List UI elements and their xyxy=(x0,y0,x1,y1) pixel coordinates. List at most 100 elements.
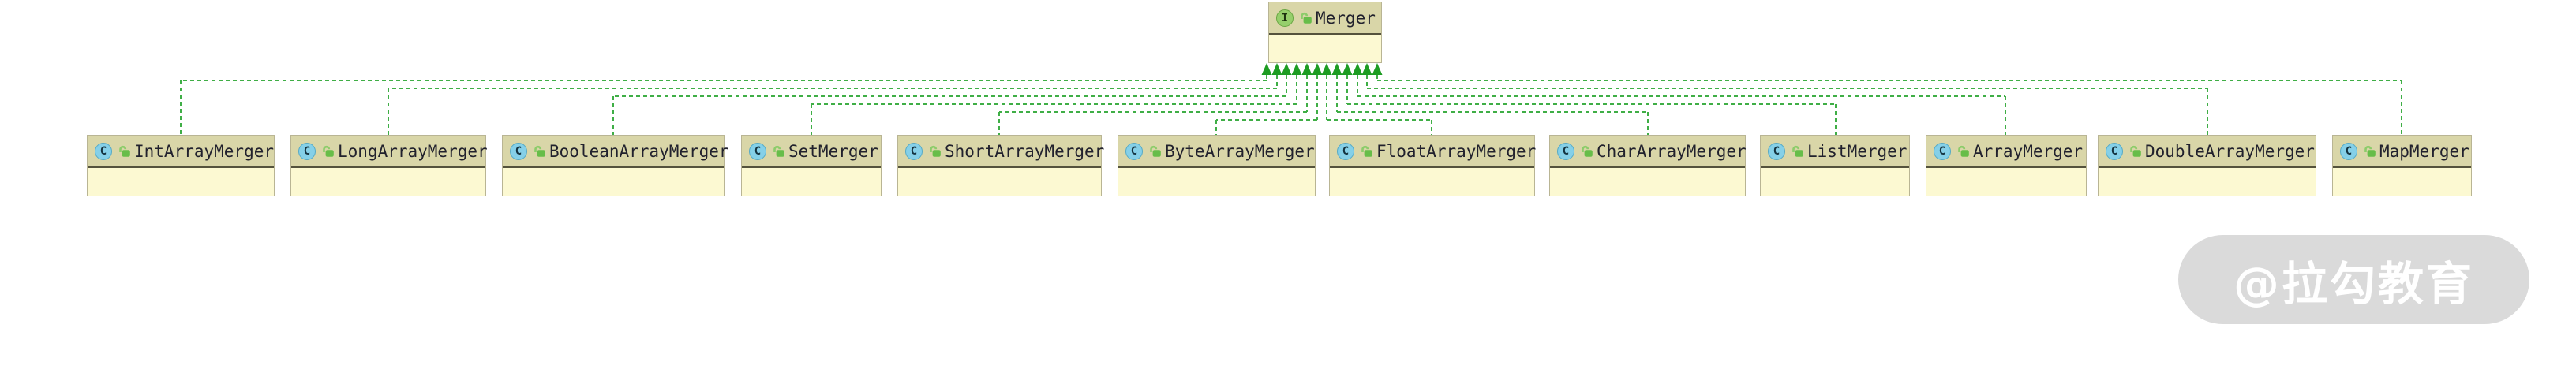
node-name-label: Merger xyxy=(1316,8,1376,28)
class-node-bytearraymerger[interactable]: C ByteArrayMerger xyxy=(1118,135,1316,196)
inheritance-connector xyxy=(1342,63,1837,135)
implements-arrowhead xyxy=(1281,63,1292,75)
implements-arrowhead xyxy=(1301,63,1312,75)
lock-icon xyxy=(1792,145,1803,157)
node-body xyxy=(2333,168,2471,196)
implements-arrowhead xyxy=(1352,63,1363,75)
class-node-setmerger[interactable]: C SetMerger xyxy=(741,135,882,196)
implements-arrowhead xyxy=(1372,63,1383,75)
implements-arrowhead xyxy=(1361,63,1372,75)
implements-arrowhead xyxy=(1331,63,1342,75)
class-name-label: IntArrayMerger xyxy=(134,141,275,161)
node-body xyxy=(1761,168,1909,196)
watermark-text: @拉勾教育 xyxy=(2233,256,2474,311)
inheritance-connector xyxy=(811,63,1302,135)
implements-arrowhead xyxy=(1342,63,1353,75)
node-body xyxy=(1330,168,1534,196)
lock-icon xyxy=(534,145,545,157)
class-name-label: ByteArrayMerger xyxy=(1165,141,1315,161)
node-body xyxy=(1926,168,2086,196)
node-body xyxy=(88,168,274,196)
node-header: C BooleanArrayMerger xyxy=(503,136,729,168)
lock-icon xyxy=(323,145,334,157)
class-icon: C xyxy=(1557,142,1574,160)
class-node-listmerger[interactable]: C ListMerger xyxy=(1760,135,1910,196)
class-node-booleanarraymerger[interactable]: C BooleanArrayMerger xyxy=(502,135,729,196)
inheritance-connector xyxy=(180,63,1272,135)
inheritance-connector xyxy=(388,63,1282,135)
node-header: C SetMerger xyxy=(742,136,881,168)
node-body xyxy=(742,168,881,196)
class-icon: C xyxy=(749,142,766,160)
implements-arrowhead xyxy=(1271,63,1282,75)
class-icon: C xyxy=(905,142,923,160)
class-name-label: LongArrayMerger xyxy=(338,141,488,161)
lock-icon xyxy=(1361,145,1372,157)
class-name-label: SetMerger xyxy=(788,141,878,161)
node-body xyxy=(503,168,724,196)
node-body xyxy=(1550,168,1745,196)
class-icon: C xyxy=(510,142,527,160)
lock-icon xyxy=(1582,145,1593,157)
node-header: C ShortArrayMerger xyxy=(898,136,1105,168)
implements-arrowhead xyxy=(1312,63,1323,75)
node-header: C ArrayMerger xyxy=(1926,136,2086,168)
class-icon: C xyxy=(1125,142,1143,160)
lock-icon xyxy=(773,145,784,157)
class-name-label: CharArrayMerger xyxy=(1597,141,1747,161)
node-body xyxy=(1118,168,1315,196)
lock-icon xyxy=(1150,145,1161,157)
inheritance-connector xyxy=(1215,63,1323,135)
class-icon: C xyxy=(95,142,112,160)
node-header: I Merger xyxy=(1269,2,1381,35)
inheritance-connector xyxy=(1372,63,2402,135)
class-node-shortarraymerger[interactable]: C ShortArrayMerger xyxy=(897,135,1105,196)
watermark-badge: @拉勾教育 xyxy=(2178,235,2529,324)
class-name-label: ArrayMerger xyxy=(1973,141,2084,161)
node-header: C FloatArrayMerger xyxy=(1330,136,1537,168)
class-icon: C xyxy=(1934,142,1951,160)
class-node-mapmerger[interactable]: C MapMerger xyxy=(2332,135,2472,196)
interface-icon: I xyxy=(1276,9,1294,27)
node-body xyxy=(1269,35,1381,62)
inheritance-connector xyxy=(1361,63,2208,135)
class-icon: C xyxy=(2106,142,2123,160)
inheritance-connector xyxy=(1321,63,1432,135)
implements-arrowhead xyxy=(1261,63,1272,75)
class-icon: C xyxy=(298,142,316,160)
class-name-label: ListMerger xyxy=(1807,141,1908,161)
inheritance-connector xyxy=(612,63,1292,135)
class-name-label: MapMerger xyxy=(2379,141,2469,161)
node-header: C ListMerger xyxy=(1761,136,1909,168)
class-name-label: ShortArrayMerger xyxy=(945,141,1105,161)
node-body xyxy=(2099,168,2316,196)
interface-node-merger[interactable]: I Merger xyxy=(1268,2,1382,63)
class-node-floatarraymerger[interactable]: C FloatArrayMerger xyxy=(1329,135,1537,196)
lock-icon xyxy=(1958,145,1969,157)
node-header: C DoubleArrayMerger xyxy=(2099,136,2316,168)
inheritance-connector xyxy=(1352,63,2006,135)
lock-icon xyxy=(930,145,941,157)
inheritance-connector xyxy=(998,63,1312,135)
class-node-chararraymerger[interactable]: C CharArrayMerger xyxy=(1549,135,1747,196)
lock-icon xyxy=(1301,12,1312,24)
implements-arrowhead xyxy=(1321,63,1332,75)
node-header: C MapMerger xyxy=(2333,136,2471,168)
class-name-label: BooleanArrayMerger xyxy=(549,141,729,161)
node-header: C IntArrayMerger xyxy=(88,136,274,168)
lock-icon xyxy=(119,145,130,157)
class-node-longarraymerger[interactable]: C LongArrayMerger xyxy=(290,135,488,196)
class-name-label: DoubleArrayMerger xyxy=(2145,141,2315,161)
implements-arrowhead xyxy=(1291,63,1302,75)
class-node-intarraymerger[interactable]: C IntArrayMerger xyxy=(87,135,275,196)
class-node-arraymerger[interactable]: C ArrayMerger xyxy=(1926,135,2087,196)
class-name-label: FloatArrayMerger xyxy=(1376,141,1537,161)
class-node-doublearraymerger[interactable]: C DoubleArrayMerger xyxy=(2098,135,2316,196)
node-header: C LongArrayMerger xyxy=(291,136,488,168)
inheritance-connector xyxy=(1331,63,1649,135)
class-icon: C xyxy=(1768,142,1785,160)
node-body xyxy=(898,168,1101,196)
lock-icon xyxy=(2130,145,2141,157)
